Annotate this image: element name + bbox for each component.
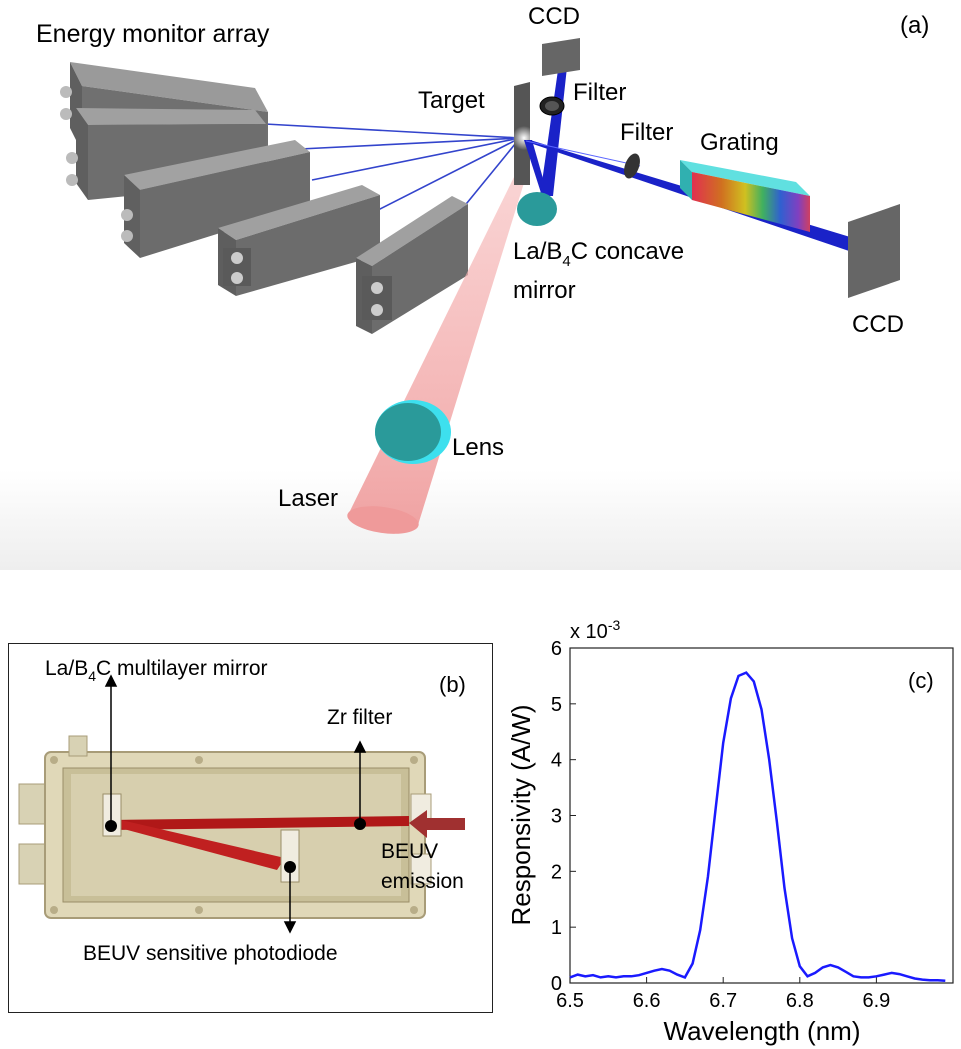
annotation-arrows	[104, 674, 367, 934]
beuv-emission-label-line2: emission	[381, 870, 464, 893]
monitor-beams	[264, 123, 521, 237]
beuv-incoming-arrow	[409, 810, 465, 838]
ccd-top-detector	[542, 38, 580, 76]
y-tick-label: 3	[551, 806, 562, 828]
x-tick-label: 6.7	[709, 990, 737, 1012]
y-tick-label: 2	[551, 861, 562, 883]
axis-multiplier: x 10-3	[570, 617, 620, 643]
floor-shadow	[0, 470, 961, 570]
laser-beam-end	[347, 506, 419, 534]
beuv-beam-reflected	[105, 820, 285, 870]
grating-label: Grating	[700, 129, 779, 156]
monitor-housing	[18, 735, 432, 919]
energy-monitor-4	[218, 185, 380, 296]
x-tick-label: 6.8	[786, 990, 814, 1012]
energy-monitor-cutaway: La/B4C multilayer mirror (b) Zr filter B…	[18, 657, 466, 965]
filter-2	[624, 153, 640, 179]
responsivity-curve	[569, 671, 946, 983]
filter-1-label: Filter	[573, 79, 626, 106]
beuv-beam-incident	[111, 816, 409, 830]
lens-label: Lens	[452, 434, 504, 461]
panel-b-tag: (b)	[439, 672, 466, 697]
y-axis-ticks: 0 1 2 3 4 5 6	[551, 638, 576, 995]
concave-mirror-label-line1: La/B4C concave	[513, 238, 684, 270]
plot-area	[569, 647, 954, 984]
zr-filter-label: Zr filter	[327, 706, 392, 729]
mirror-reflected-beam	[540, 56, 568, 196]
y-tick-label: 5	[551, 694, 562, 716]
energy-monitor-5	[356, 196, 468, 334]
energy-monitor-array	[60, 62, 468, 334]
ccd-top-label: CCD	[528, 3, 580, 30]
responsivity-chart: 0 1 2 3 4 5 6 6.5 6.6 6.7 6.8 6.9 x 10-3 (c) Wavel…	[506, 617, 954, 1046]
energy-monitor-3	[121, 140, 310, 258]
x-tick-label: 6.6	[633, 990, 661, 1012]
ccd-right-label: CCD	[852, 311, 904, 338]
y-tick-label: 0	[551, 973, 562, 995]
panel-a-tag: (a)	[900, 12, 929, 39]
photodiode-label: BEUV sensitive photodiode	[83, 942, 338, 965]
lens	[375, 400, 451, 464]
energy-monitor-detail-panel: La/B4C multilayer mirror (b) Zr filter B…	[8, 643, 493, 1013]
x-axis-label: Wavelength (nm)	[664, 1016, 861, 1046]
y-axis-label: Responsivity (A/W)	[506, 704, 536, 925]
concave-mirror-label-line2: mirror	[513, 277, 576, 304]
laser-label: Laser	[278, 485, 338, 512]
x-tick-label: 6.9	[862, 990, 890, 1012]
energy-monitor-array-label: Energy monitor array	[36, 20, 270, 48]
beuv-emission-label-line1: BEUV	[381, 840, 438, 863]
panel-c-tag: (c)	[908, 668, 934, 693]
target-label: Target	[418, 87, 485, 114]
filter-2-label: Filter	[620, 119, 673, 146]
x-axis-ticks: 6.5 6.6 6.7 6.8 6.9	[556, 977, 890, 1012]
x-tick-label: 6.5	[556, 990, 584, 1012]
ccd-right-detector	[848, 204, 900, 298]
y-tick-label: 1	[551, 917, 562, 939]
experimental-setup-diagram: Energy monitor array CCD (a) Target Filt…	[0, 3, 961, 570]
multilayer-mirror-label: La/B4C multilayer mirror	[45, 657, 268, 684]
grating	[680, 160, 810, 232]
y-tick-label: 4	[551, 750, 562, 772]
concave-mirror	[517, 192, 557, 226]
y-tick-label: 6	[551, 638, 562, 660]
